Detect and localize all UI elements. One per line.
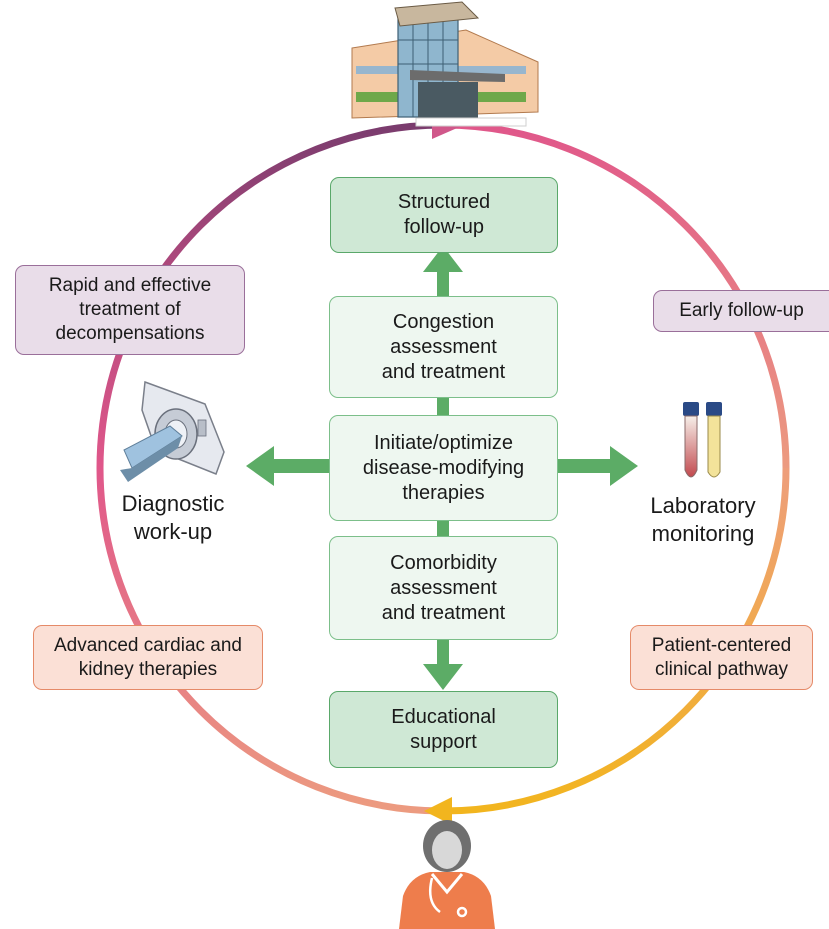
structured-followup-box: Structured follow-up [330,177,558,253]
diagnostic-workup-label: Diagnostic work-up [121,491,225,544]
cycle-ring-upper-left [96,121,444,469]
educational-support-box: Educational support [329,691,558,768]
structured-followup-label: Structured follow-up [397,191,491,238]
laboratory-monitoring-label: Laboratory monitoring [650,493,756,546]
congestion-label: Congestion assessment and treatment [381,310,506,383]
clinical-pathway-label: Patient-centered clinical pathway [651,634,792,680]
congestion-box: Congestion assessment and treatment [329,296,558,398]
clinical-pathway-box: Patient-centered clinical pathway [630,625,813,690]
comorbidity-label: Comorbidity assessment and treatment [381,551,506,624]
rapid-treatment-box: Rapid and effective treatment of decompe… [15,265,245,355]
initiate-therapies-box: Initiate/optimize disease-modifying ther… [329,415,558,521]
initiate-therapies-label: Initiate/optimize disease-modifying ther… [362,431,525,504]
clinician-icon [399,820,495,929]
cycle-ring-lower-left [96,467,444,815]
early-followup-box: Early follow-up [653,290,829,332]
cycle-ring-lower-right [442,467,790,815]
advanced-therapies-box: Advanced cardiac and kidney therapies [33,625,263,690]
educational-support-label: Educational support [391,705,496,753]
ct-scanner-icon [120,380,225,482]
advanced-therapies-label: Advanced cardiac and kidney therapies [53,634,242,680]
hospital-icon [351,1,539,127]
early-followup-label: Early follow-up [679,300,804,322]
comorbidity-box: Comorbidity assessment and treatment [329,536,558,640]
ring-arrowhead-bottom [424,797,452,825]
test-tubes-icon [683,402,722,478]
rapid-treatment-label: Rapid and effective treatment of decompe… [48,275,212,344]
cycle-ring-upper-right [442,121,790,469]
